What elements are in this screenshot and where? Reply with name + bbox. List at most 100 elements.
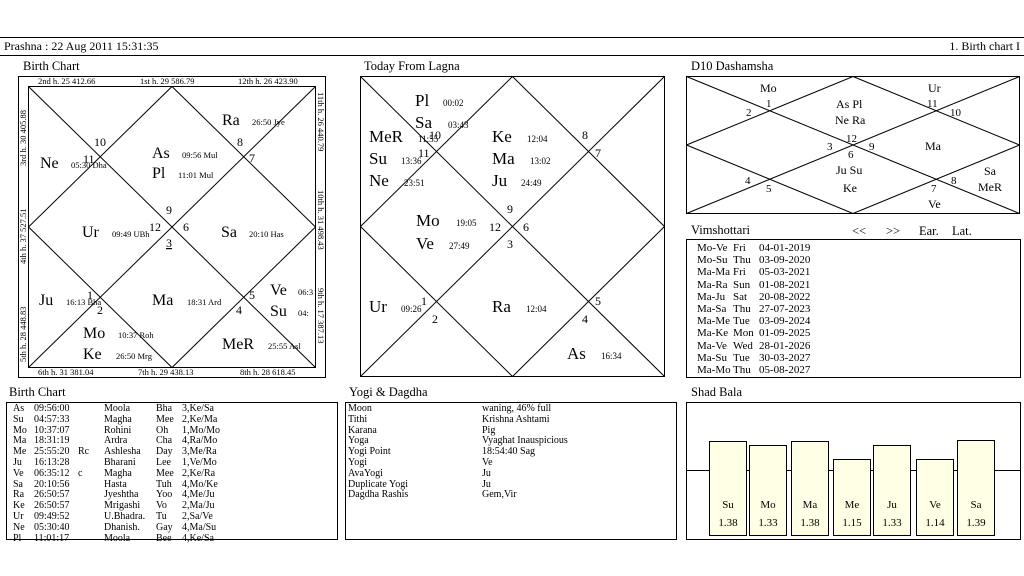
bc-planet[interactable]: Mo <box>83 325 105 342</box>
bc-planet[interactable]: Ju <box>39 292 53 309</box>
yogi-label: AvaYogi <box>348 467 383 479</box>
bc-planet[interactable]: Sa <box>221 224 237 241</box>
d10-planet[interactable]: Mo <box>760 81 777 95</box>
bc-planet[interactable]: As <box>152 145 170 162</box>
birth-table-cell <box>78 490 104 501</box>
tl-planet[interactable]: Ke <box>492 127 512 146</box>
bc-planet[interactable]: Ve <box>270 282 287 299</box>
bc-planet[interactable]: Ma <box>152 292 173 309</box>
chart-selector[interactable]: 1. Birth chart I <box>949 39 1020 53</box>
d10-planet[interactable]: Ur <box>928 81 941 95</box>
tl-planet[interactable]: As <box>567 344 586 363</box>
vimshottari-prev-button[interactable]: << <box>852 224 867 238</box>
bc-border-bottom-2: 8th h. 28 618.45 <box>240 367 296 377</box>
vimshottari-later-button[interactable]: Lat. <box>952 224 972 238</box>
bc-planet[interactable]: Ne <box>40 155 59 172</box>
tl-planet[interactable]: Su <box>369 149 387 168</box>
bc-planet[interactable]: Ra <box>222 112 240 129</box>
tl-planet-degree: 11:55 <box>418 134 439 144</box>
birth-chart[interactable]: 2nd h. 25 412.66 1st h. 29 586.79 12th h… <box>18 76 326 378</box>
bc-planet-degree: 09:56 Mul <box>182 150 218 160</box>
d10-planet[interactable]: MeR <box>978 180 1002 194</box>
d10-planet[interactable]: Ma <box>925 139 942 153</box>
yogi-value: Vyaghat Inauspicious <box>482 435 568 447</box>
tl-planet[interactable]: Ra <box>492 297 511 316</box>
bc-planet[interactable]: Pl <box>152 165 166 182</box>
tl-planet[interactable]: Mo <box>416 211 440 230</box>
tl-planet-degree: 23:51 <box>404 178 425 188</box>
d10-planet[interactable]: Ne Ra <box>835 113 866 127</box>
tl-planet[interactable]: Pl <box>415 91 429 110</box>
vimshottari-cell: 28-01-2026 <box>759 339 811 352</box>
birth-table-cell: c <box>78 467 83 479</box>
tl-planet[interactable]: Ve <box>416 234 434 253</box>
d10-chart[interactable]: 1 2 11 10 12 3 6 9 4 5 7 8 Mo Ur As Pl N… <box>686 76 1020 214</box>
tl-planet[interactable]: Ju <box>492 171 508 190</box>
bc-planet[interactable]: Ke <box>83 346 102 363</box>
birth-table-cell: 04:57:33 <box>34 413 70 425</box>
bc-house-number: 3 <box>166 236 172 250</box>
birth-table-cell: 18:31:19 <box>34 435 70 447</box>
birth-table-cell: 4,Ma/Su <box>182 521 217 533</box>
yogi-value: Ve <box>482 456 493 468</box>
bc-house-number: 6 <box>183 220 189 234</box>
vimshottari-earlier-button[interactable]: Ear. <box>919 224 939 238</box>
d10-planet[interactable]: Ve <box>928 197 941 211</box>
tl-planet[interactable]: MeR <box>369 127 404 146</box>
bc-planet[interactable]: Su <box>270 303 287 320</box>
bc-house-number: 10 <box>94 135 106 149</box>
bc-planet[interactable]: Ur <box>82 224 100 241</box>
birth-table-cell: Magha <box>104 413 132 425</box>
d10-planet[interactable]: Sa <box>984 164 997 178</box>
d10-planet[interactable]: Ke <box>843 181 857 195</box>
tl-planet[interactable]: Ne <box>369 171 389 190</box>
tl-planet[interactable]: Sa <box>415 113 432 132</box>
bc-planet-degree: 18:31 Ard <box>187 297 222 307</box>
vimshottari-next-button[interactable]: >> <box>886 224 901 238</box>
tl-planet[interactable]: Ur <box>369 297 387 316</box>
shad-bala-value: 1.39 <box>966 516 986 529</box>
birth-table-cell: Ke <box>13 500 25 512</box>
d10-planet[interactable]: Ju Su <box>836 163 862 177</box>
tl-planet[interactable]: Ma <box>492 149 515 168</box>
bc-planet[interactable]: MeR <box>222 336 254 353</box>
d10-house-number: 7 <box>931 183 937 195</box>
vimshottari-cell: Ma-Me <box>697 315 730 328</box>
today-from-lagna-chart[interactable]: 10 11 8 7 9 12 6 3 1 2 5 4 Pl 00:02 Sa 0… <box>360 76 665 377</box>
d10-planet[interactable]: As Pl <box>836 97 863 111</box>
